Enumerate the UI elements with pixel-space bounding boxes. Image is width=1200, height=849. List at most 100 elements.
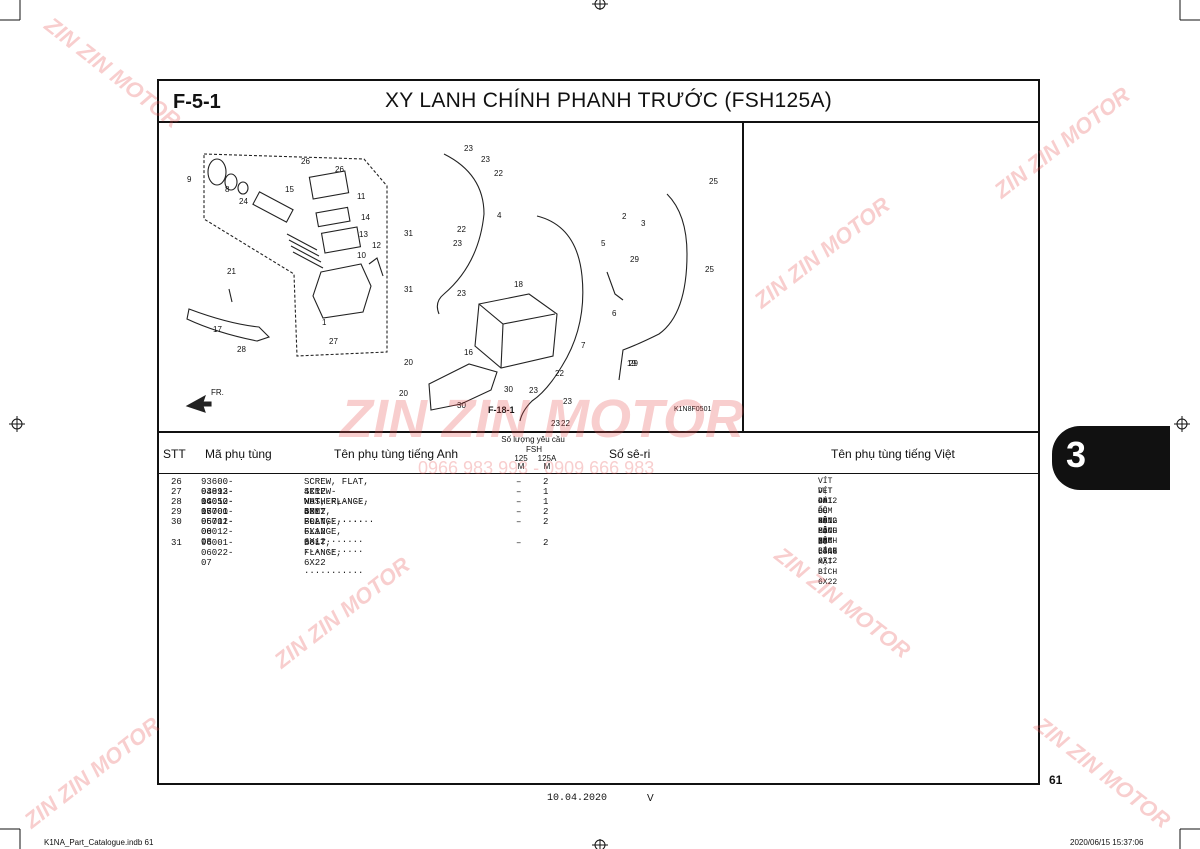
table-cell-stt: 30 xyxy=(171,517,182,527)
footer-date: 10.04.2020 xyxy=(547,793,608,804)
callout-label: 29 xyxy=(629,359,638,368)
col-name-vi: Tên phụ tùng tiếng Việt xyxy=(831,447,955,461)
table-top-rule xyxy=(159,431,1038,433)
callout-label: 22 xyxy=(457,225,466,234)
table-cell-vi: ĐAI ỐC MẶT BÍCH 6MM xyxy=(818,497,838,546)
table-cell-stt: 29 xyxy=(171,507,182,517)
section-tab-number: 3 xyxy=(1066,434,1087,475)
ref-label: F-18-1 xyxy=(488,405,515,415)
callout-label: 9 xyxy=(187,175,192,184)
diagram-code: K1N8F0501 xyxy=(674,406,711,413)
col-qty-model: FSH xyxy=(526,445,542,454)
table-cell-vi: BU LÔNG MẶT BÍCH 6X12 xyxy=(818,517,838,566)
callout-label: 16 xyxy=(464,348,473,357)
callout-label: 13 xyxy=(359,230,368,239)
callout-label: 23 xyxy=(529,386,538,395)
callout-label: 1 xyxy=(322,318,327,327)
callout-label: 3 xyxy=(641,219,646,228)
table-cell-en: BOLT, FLANGE, 6X12 ··········· xyxy=(304,507,364,547)
footer-timestamp: 2020/06/15 15:37:06 xyxy=(1070,838,1144,847)
table-cell-vi: VÍT DẸT 4X12 xyxy=(818,477,838,506)
callout-label: 23 xyxy=(457,289,466,298)
table-cell-q1: – xyxy=(516,538,522,548)
table-cell-vi: VÍT CÓ ĐỆM 4X12 xyxy=(818,487,838,526)
callout-label: 23 xyxy=(563,397,572,406)
callout-label: 14 xyxy=(361,213,370,222)
callout-label: 29 xyxy=(630,255,639,264)
table-cell-en: NUT, FLANGE, 6MM ············· xyxy=(304,497,375,527)
diagram-divider xyxy=(742,123,744,431)
callout-label: 23 xyxy=(551,419,560,428)
table-cell-q2: 2 xyxy=(543,507,549,517)
table-cell-part: 94050-06000 xyxy=(201,497,234,517)
col-qty-125a-m: M xyxy=(543,462,551,471)
callout-label: 5 xyxy=(601,239,606,248)
callout-label: 23 xyxy=(464,144,473,153)
table-cell-q2: 2 xyxy=(543,477,549,487)
callout-label: 4 xyxy=(497,211,502,220)
callout-label: 6 xyxy=(612,309,617,318)
callout-label: 30 xyxy=(504,385,513,394)
table-header-rule xyxy=(159,473,1038,474)
watermark-phone-center: 0966 983 993 - 0909 666 983 xyxy=(418,458,655,478)
table-cell-part: 93600-04012-1G xyxy=(201,477,234,507)
callout-label: 23 xyxy=(453,239,462,248)
col-qty-125: 125 xyxy=(514,454,528,463)
col-name-en: Tên phụ tùng tiếng Anh xyxy=(334,447,459,461)
table-cell-vi: BU LÔNG MẶT BÍCH 6X12 xyxy=(818,507,838,556)
table-cell-q1: – xyxy=(516,517,522,527)
table-cell-q1: – xyxy=(516,477,522,487)
callout-label: 22 xyxy=(555,369,564,378)
col-serial: Số sê-ri xyxy=(609,447,651,461)
callout-label: 11 xyxy=(357,192,366,201)
callout-label: 12 xyxy=(372,241,381,250)
section-tab: 3 xyxy=(1052,426,1170,490)
col-stt: STT xyxy=(163,447,186,461)
table-cell-stt: 28 xyxy=(171,497,182,507)
title-bar: F-5-1 XY LANH CHÍNH PHANH TRƯỚC (FSH125A… xyxy=(159,81,1038,123)
callout-label: 22 xyxy=(494,169,503,178)
watermark-brand-center: ZIN ZIN MOTOR xyxy=(340,389,744,449)
page-title: XY LANH CHÍNH PHANH TRƯỚC (FSH125A) xyxy=(385,89,833,112)
callout-label: 22 xyxy=(561,419,570,428)
footer-file: K1NA_Part_Catalogue.indb 61 xyxy=(44,838,154,847)
table-cell-part: 95701-06012-00 xyxy=(201,507,234,537)
callout-label: 24 xyxy=(239,197,248,206)
callout-label: 18 xyxy=(514,280,523,289)
table-cell-q1: – xyxy=(516,487,522,497)
callout-label: 25 xyxy=(709,177,718,186)
table-cell-q1: – xyxy=(516,507,522,517)
callout-label: 23 xyxy=(481,155,490,164)
page-number: 61 xyxy=(1049,773,1063,787)
table-cell-q2: 1 xyxy=(543,497,549,507)
callout-label: 28 xyxy=(237,345,246,354)
col-qty: Số lượng yêu cầu xyxy=(501,435,565,444)
catalog-frame xyxy=(157,79,1040,785)
table-cell-vi: BU LÔNG MẶT BÍCH 6X22 xyxy=(818,538,838,587)
callout-label: 10 xyxy=(357,251,366,260)
table-cell-part: 96001-06022-07 xyxy=(201,538,234,568)
callout-label: 31 xyxy=(404,229,413,238)
callout-label: 20 xyxy=(399,389,408,398)
callout-label: 25 xyxy=(705,265,714,274)
callout-label: 27 xyxy=(329,337,338,346)
callout-label: 21 xyxy=(227,267,236,276)
table-cell-en: SCREW, FLAT, 4X12 ············ xyxy=(304,477,369,507)
callout-label: 8 xyxy=(225,185,230,194)
section-code: F-5-1 xyxy=(173,91,221,113)
callout-label: 7 xyxy=(581,341,586,350)
table-cell-stt: 26 xyxy=(171,477,182,487)
table-cell-part: 95701-06012-08 xyxy=(201,517,234,547)
table-cell-q1: – xyxy=(516,497,522,507)
callout-label: 31 xyxy=(404,285,413,294)
table-cell-en: SCREW-WASHER, 4X12 ··········· xyxy=(304,487,364,527)
table-cell-q2: 2 xyxy=(543,538,549,548)
table-cell-part: 93893-04012-17 xyxy=(201,487,234,517)
exploded-diagram: FR. F-18-1 K1N8F0501 2626982415111413101… xyxy=(185,144,718,428)
callout-label: 2 xyxy=(622,212,627,221)
col-qty-125-m: M xyxy=(517,462,525,471)
callout-label: 30 xyxy=(457,401,466,410)
table-cell-en: BOLT, FLANGE, 6X22 ··········· xyxy=(304,538,364,578)
table-cell-q2: 2 xyxy=(543,517,549,527)
